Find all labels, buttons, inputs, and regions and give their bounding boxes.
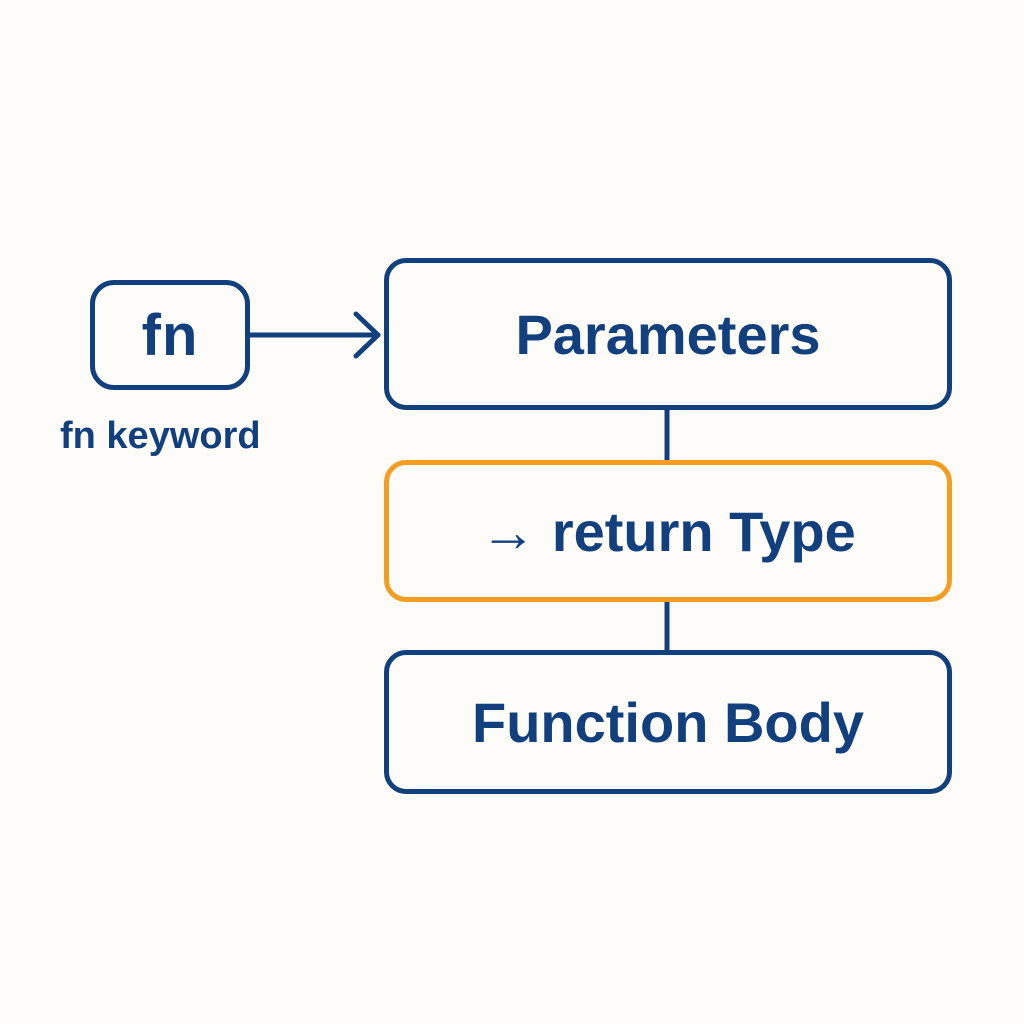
parameters-box: Parameters: [384, 258, 952, 410]
return-type-label: → return Type: [480, 499, 856, 563]
parameters-label: Parameters: [515, 302, 821, 366]
fn-keyword-caption: fn keyword: [60, 415, 261, 457]
function-body-label: Function Body: [472, 690, 864, 754]
fn-keyword-box: fn: [90, 280, 250, 390]
function-body-box: Function Body: [384, 650, 952, 794]
fn-to-parameters-arrowhead: [353, 311, 381, 359]
return-type-box: → return Type: [384, 460, 952, 602]
fn-keyword-label: fn: [141, 302, 199, 368]
